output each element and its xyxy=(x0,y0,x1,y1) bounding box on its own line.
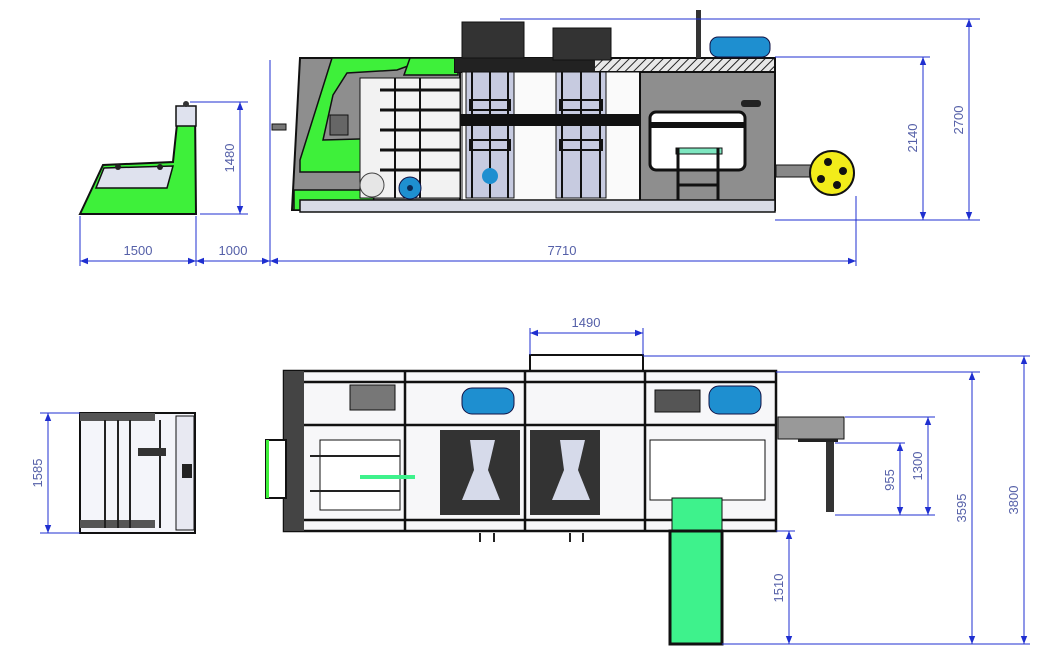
dim-3800: 3800 xyxy=(1006,486,1021,515)
top-view: 1490 1585 955 1300 3595 3800 1510 xyxy=(30,315,1030,646)
dim-1510: 1510 xyxy=(771,574,786,603)
dim-1585: 1585 xyxy=(30,459,45,488)
machine-side xyxy=(271,10,855,213)
dim-955: 955 xyxy=(882,469,897,491)
stacker-top xyxy=(79,412,196,534)
dim-2140: 2140 xyxy=(905,124,920,153)
side-view: 1500 1000 7710 1480 2140 2700 xyxy=(78,10,980,266)
stacker-side xyxy=(78,101,198,215)
dim-1500: 1500 xyxy=(124,243,153,258)
dim-3595: 3595 xyxy=(954,494,969,523)
side-view-dimensions xyxy=(79,18,980,266)
dim-2700: 2700 xyxy=(951,106,966,135)
dim-1300: 1300 xyxy=(910,452,925,481)
dim-1480: 1480 xyxy=(222,144,237,173)
dim-1000: 1000 xyxy=(219,243,248,258)
machine-top xyxy=(265,354,845,646)
dim-7710: 7710 xyxy=(548,243,577,258)
dim-1490: 1490 xyxy=(572,315,601,330)
top-view-dimensions xyxy=(40,328,1030,645)
forming-station-2 xyxy=(552,27,612,199)
forming-station-1 xyxy=(461,21,525,199)
